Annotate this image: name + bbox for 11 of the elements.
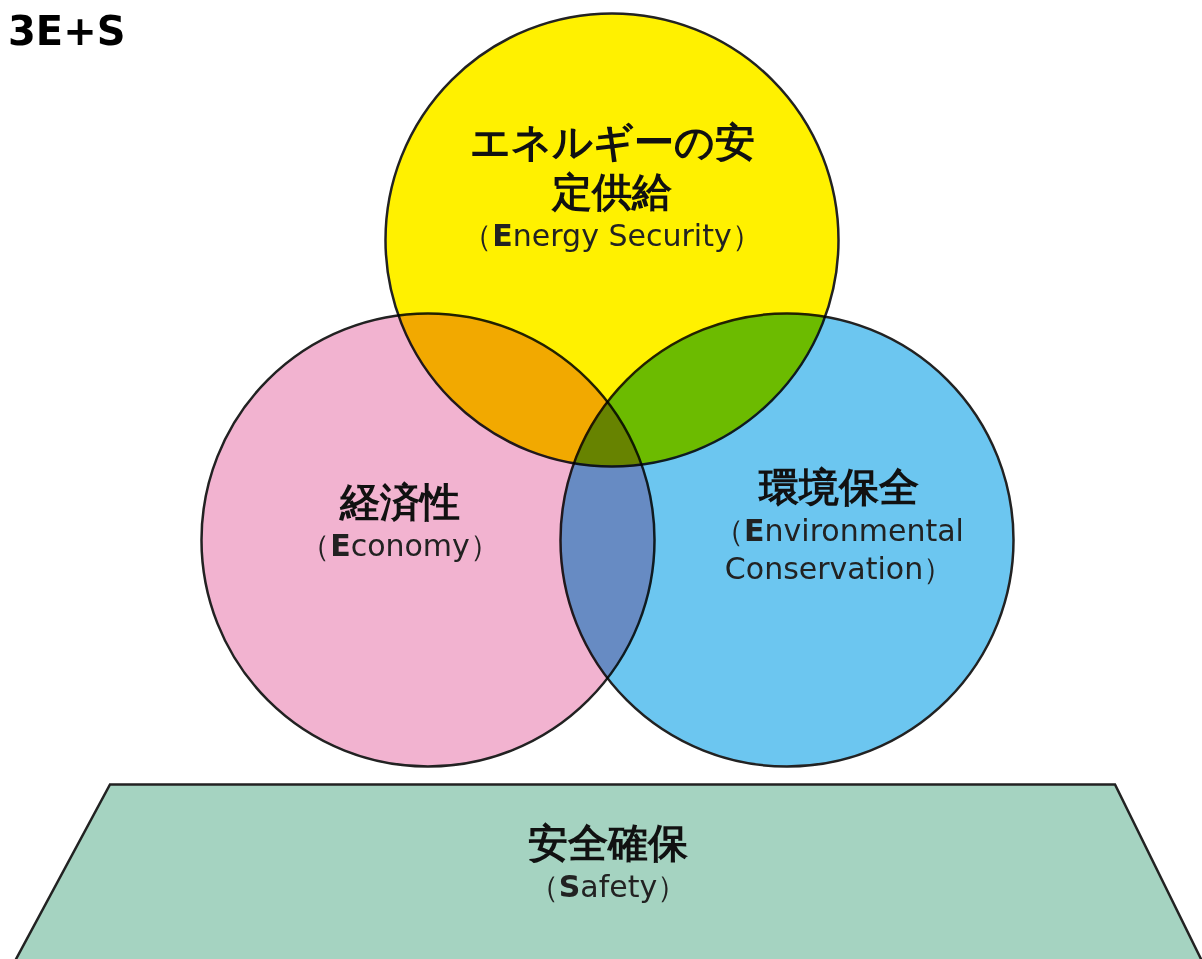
english-subtitle: （Safety） [527, 868, 689, 906]
circle-heading: 経済性 [338, 478, 461, 527]
circle-heading: 安全確保 [527, 819, 689, 868]
circle-heading: エネルギーの安定供給 [468, 118, 756, 217]
base-platform [15, 783, 1202, 959]
diagram-title: 3E+S [8, 8, 126, 54]
venn-circle [559, 312, 1015, 768]
english-subtitle: （Economy） [299, 527, 501, 565]
english-subtitle: （Energy Security） [462, 217, 762, 255]
circle-heading: 環境保全 [757, 463, 920, 512]
english-subtitle: （Environmental Conservation） [713, 512, 965, 588]
